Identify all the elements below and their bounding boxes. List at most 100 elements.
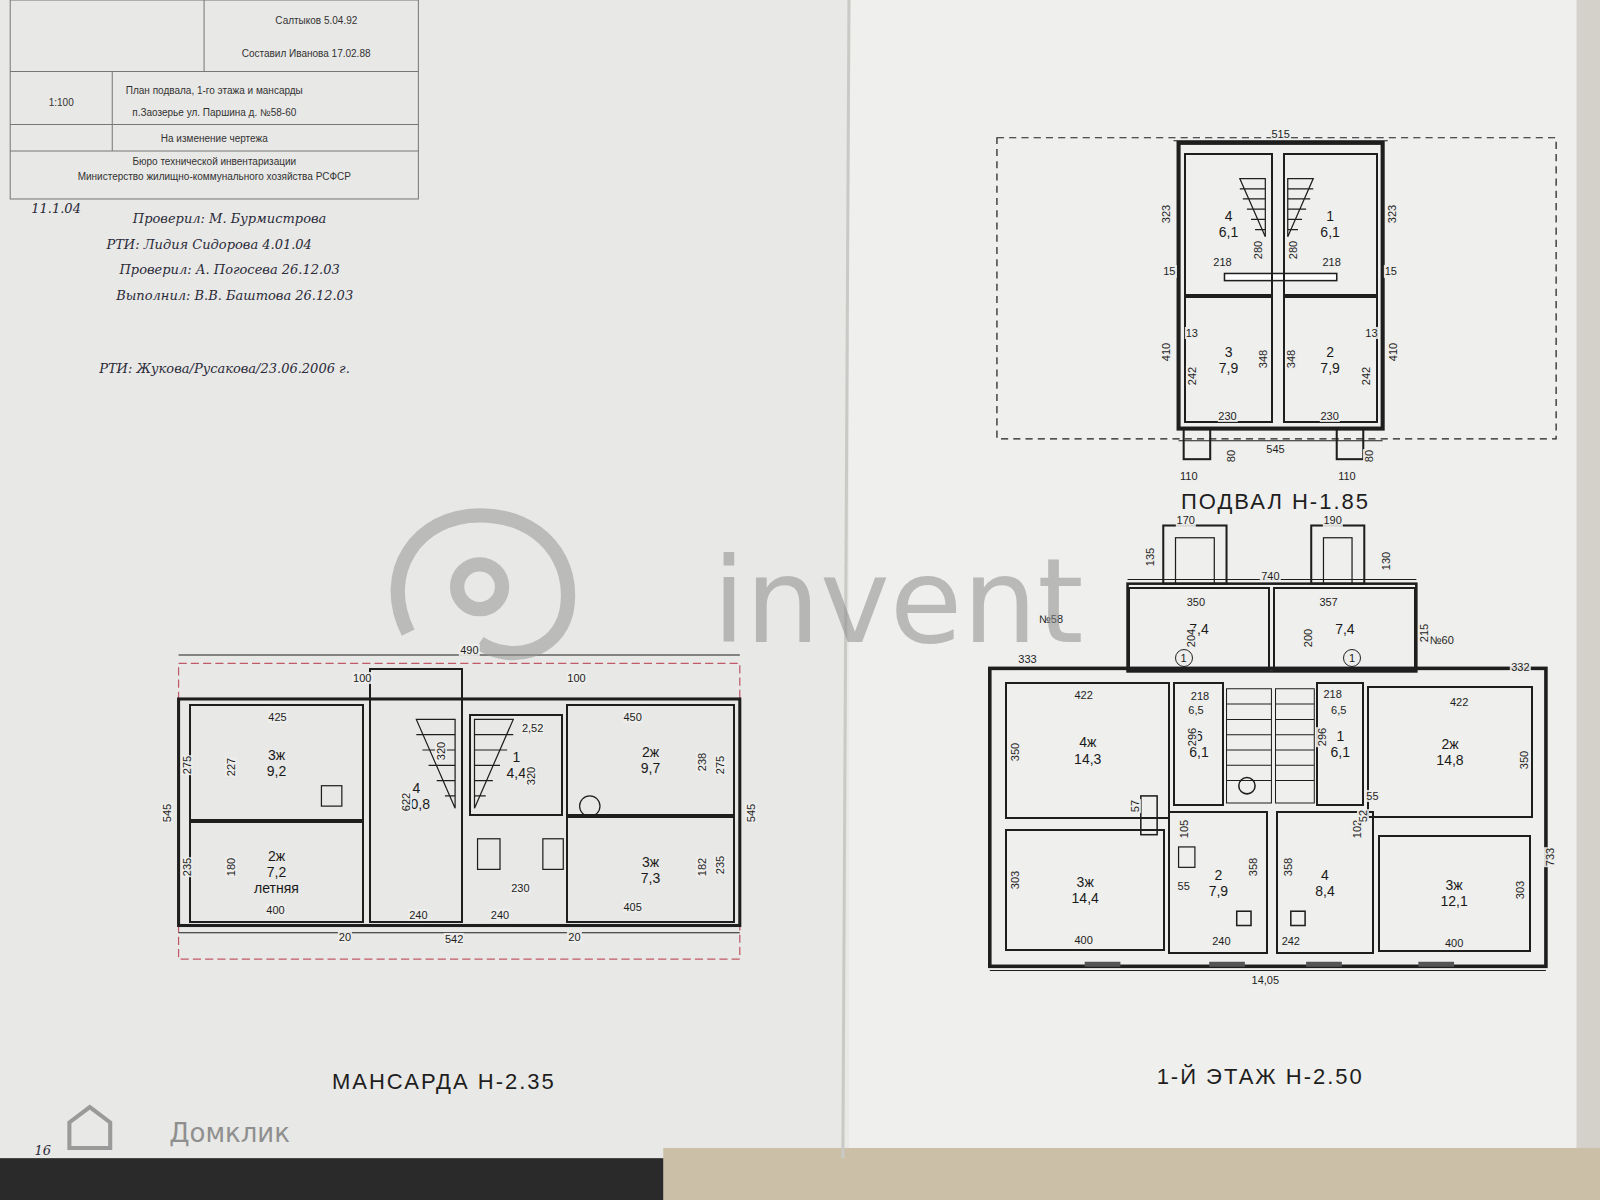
plan-line	[112, 71, 113, 151]
dimension: 405	[622, 901, 642, 913]
plan-line	[10, 71, 418, 72]
room: 3ж12,1	[1378, 835, 1531, 952]
plan-rect	[1237, 911, 1251, 925]
dimension: 303	[1514, 880, 1526, 900]
plan-rect	[478, 839, 500, 870]
callout-number: 1	[1343, 649, 1361, 667]
floor-title: ПОДВАЛ Н-1.85	[1181, 490, 1370, 514]
plan-rect	[1176, 538, 1215, 584]
plan-rect	[543, 839, 563, 870]
dimension: 57	[1129, 799, 1141, 813]
dimension: №60	[1429, 634, 1455, 646]
invent-logo	[398, 515, 568, 653]
dimension: 400	[1444, 937, 1464, 949]
stamp-text: Составил Иванова 17.02.88	[242, 48, 371, 59]
dimension: 240	[408, 909, 428, 921]
dimension: 200	[1302, 628, 1314, 648]
plan-rect	[1291, 911, 1305, 925]
plan-rect	[1337, 429, 1364, 460]
room: 4ж14,3	[1005, 682, 1170, 820]
plan-path	[398, 515, 568, 653]
domclick-logo	[69, 1107, 110, 1148]
dimension: 425	[267, 711, 287, 723]
watermark: Домклик	[169, 1118, 290, 1147]
handwritten-note: 16	[35, 1144, 52, 1158]
dimension: 320	[435, 741, 447, 761]
plan-path	[1288, 179, 1314, 237]
room: 3ж14,4	[1005, 829, 1165, 951]
dimension: 80	[1225, 449, 1237, 463]
room: 16,1	[1283, 153, 1378, 296]
room-area: 7,9	[1320, 360, 1339, 376]
room-area: 7,9	[1219, 360, 1238, 376]
room-area: 14,8	[1436, 752, 1463, 768]
dimension: 110	[1337, 469, 1357, 481]
dimension: 410	[1160, 342, 1172, 362]
plan-rect	[1224, 273, 1336, 280]
dimension: 2,52	[521, 722, 544, 734]
dimension: 622	[400, 792, 412, 812]
stamp-text: Бюро технической инвентаризации	[132, 156, 296, 167]
dimension: 303	[1009, 869, 1021, 889]
dimension: 227	[225, 757, 237, 777]
room-number: 4	[412, 780, 420, 796]
dimension: 13	[1185, 327, 1199, 339]
plan-rect	[663, 1148, 1600, 1200]
room: 2ж9,7	[566, 704, 734, 816]
dimension: 100	[352, 672, 372, 684]
room-area: 6,1	[1331, 744, 1350, 760]
dimension: 230	[1319, 410, 1339, 422]
plan-circle	[1239, 778, 1255, 794]
room-area: 4,4	[507, 765, 526, 781]
dimension: 204	[1185, 628, 1197, 648]
room-number: 2	[1326, 344, 1334, 360]
dimension: 110	[1179, 469, 1199, 481]
dimension: 215	[1418, 622, 1430, 642]
stamp-text: На изменение чертежа	[161, 132, 268, 143]
stamp-table	[10, 0, 418, 199]
dimension: 230	[1217, 410, 1237, 422]
dimension: 230	[510, 882, 530, 894]
dimension: 242	[1360, 365, 1372, 385]
dimension: 218	[1190, 690, 1210, 702]
dimension: 545	[161, 803, 173, 823]
room-area: 6,1	[1219, 224, 1238, 240]
handwritten-note: Выполнил: В.В. Баштова 26.12.03	[116, 289, 353, 303]
plan-path	[416, 719, 455, 808]
dimension: 190	[1322, 514, 1342, 526]
dimension: 400	[265, 904, 285, 916]
handwritten-note: Проверил: М. Бурмистрова	[133, 212, 326, 226]
room: 14,4	[469, 714, 563, 816]
dimension: 358	[1282, 857, 1294, 877]
dimension: 242	[1281, 935, 1301, 947]
plan-rect	[1311, 526, 1364, 584]
dimension: 358	[1247, 857, 1259, 877]
dimension: 238	[696, 752, 708, 772]
dimension: 280	[1287, 240, 1299, 260]
room-area: 9,7	[641, 760, 660, 776]
room-area: 7,9	[1209, 883, 1228, 899]
plan-path	[474, 719, 513, 808]
plan-rect	[1163, 526, 1226, 584]
dimension: 320	[525, 765, 537, 785]
dimension: 515	[1270, 128, 1290, 140]
dimension: 323	[1160, 204, 1172, 224]
room-area: 12,1	[1440, 893, 1467, 909]
plan-rect	[1128, 584, 1417, 672]
room: 46,1	[1184, 153, 1274, 296]
dimension: 240	[1211, 935, 1231, 947]
stamp-text: План подвала, 1-го этажа и мансарды	[126, 84, 303, 95]
dimension: 280	[1252, 240, 1264, 260]
dimension: 182	[696, 857, 708, 877]
plan-path	[1240, 179, 1266, 237]
room-number: 2ж	[268, 848, 285, 864]
dimension: 275	[714, 755, 726, 775]
dimension: 350	[1518, 750, 1530, 770]
dimension: 450	[622, 711, 642, 723]
room: 410,8	[369, 668, 463, 923]
handwritten-note: 11.1.04	[31, 202, 81, 216]
room-area: 7,2	[267, 864, 286, 880]
dimension: 55	[1177, 880, 1191, 892]
plan-path	[1276, 689, 1315, 803]
